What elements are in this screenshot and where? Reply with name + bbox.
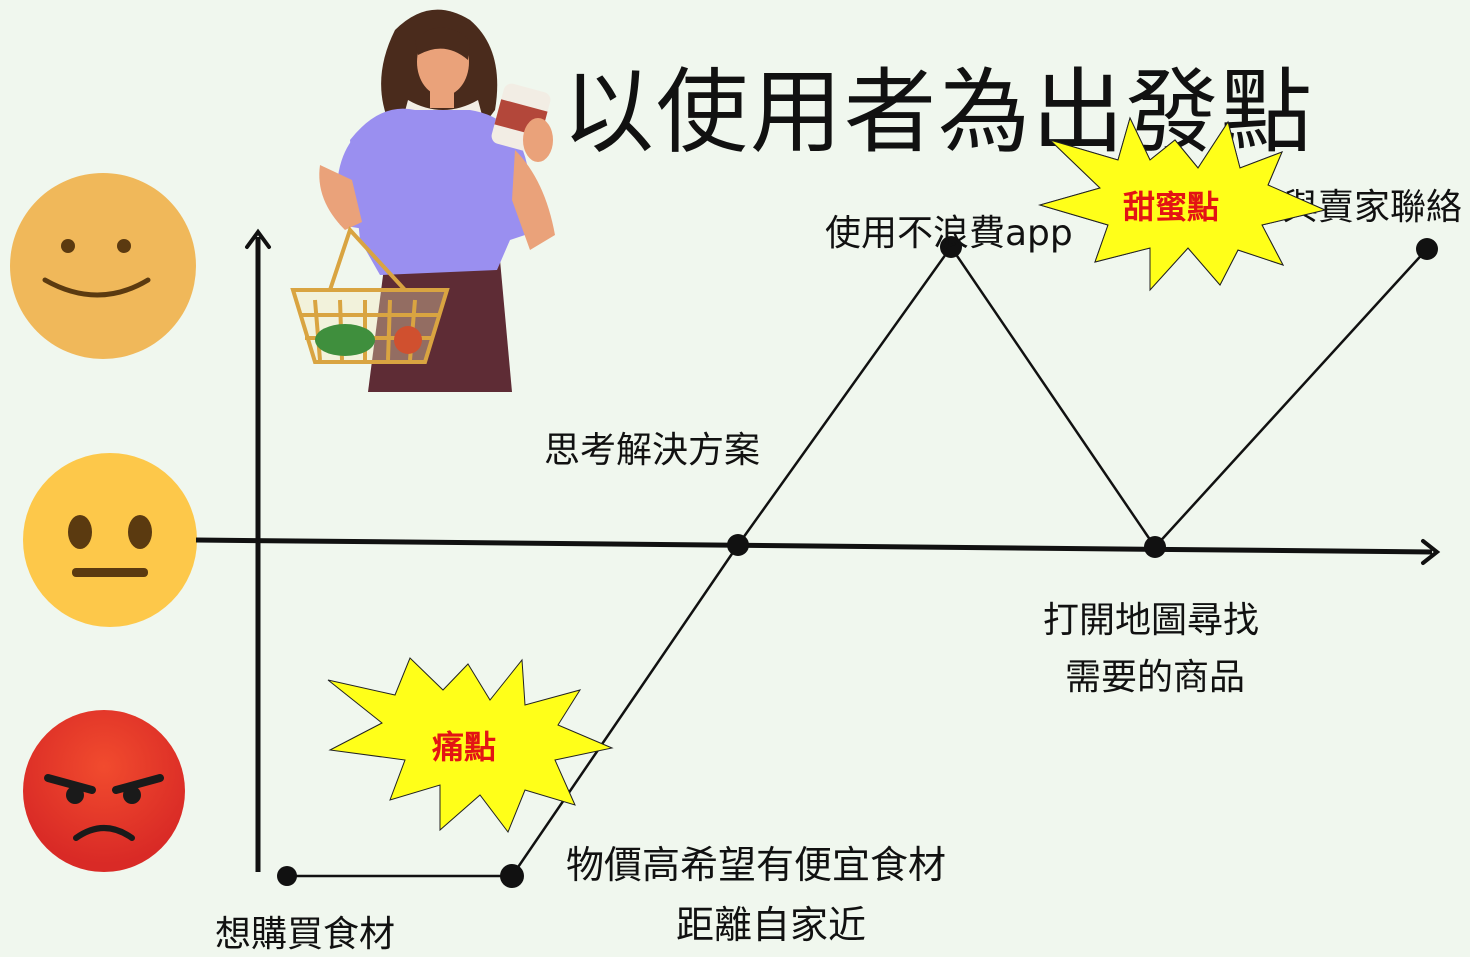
label-use-app: 使用不浪費app	[825, 213, 1073, 254]
point-buy-food	[277, 866, 297, 886]
point-price	[500, 864, 524, 888]
x-axis	[195, 537, 1441, 565]
y-axis	[245, 228, 271, 872]
label-map-line1: 打開地圖尋找	[1043, 600, 1260, 641]
label-price-line1: 物價高希望有便宜食材	[566, 843, 947, 887]
pain-point-burst	[327, 657, 614, 834]
page-title: 以使用者為出發點	[562, 59, 1315, 166]
happy-face-icon	[10, 173, 196, 359]
point-think	[727, 534, 749, 556]
label-buy-food: 想購買食材	[215, 914, 396, 955]
label-price-line2: 距離自家近	[676, 903, 867, 947]
label-contact: 與賣家聯絡	[1282, 187, 1463, 228]
pain-point-label: 痛點	[432, 728, 497, 766]
neutral-face-icon	[23, 453, 197, 627]
sweet-point-label: 甜蜜點	[1123, 188, 1220, 226]
angry-face-icon	[23, 710, 185, 872]
label-map-line2: 需要的商品	[1065, 657, 1246, 698]
point-map	[1144, 536, 1166, 558]
journey-line	[287, 244, 1428, 878]
point-use-app	[940, 236, 962, 258]
point-contact	[1416, 238, 1438, 260]
shopper-illustration	[290, 9, 555, 392]
label-think: 思考解決方案	[544, 430, 761, 471]
